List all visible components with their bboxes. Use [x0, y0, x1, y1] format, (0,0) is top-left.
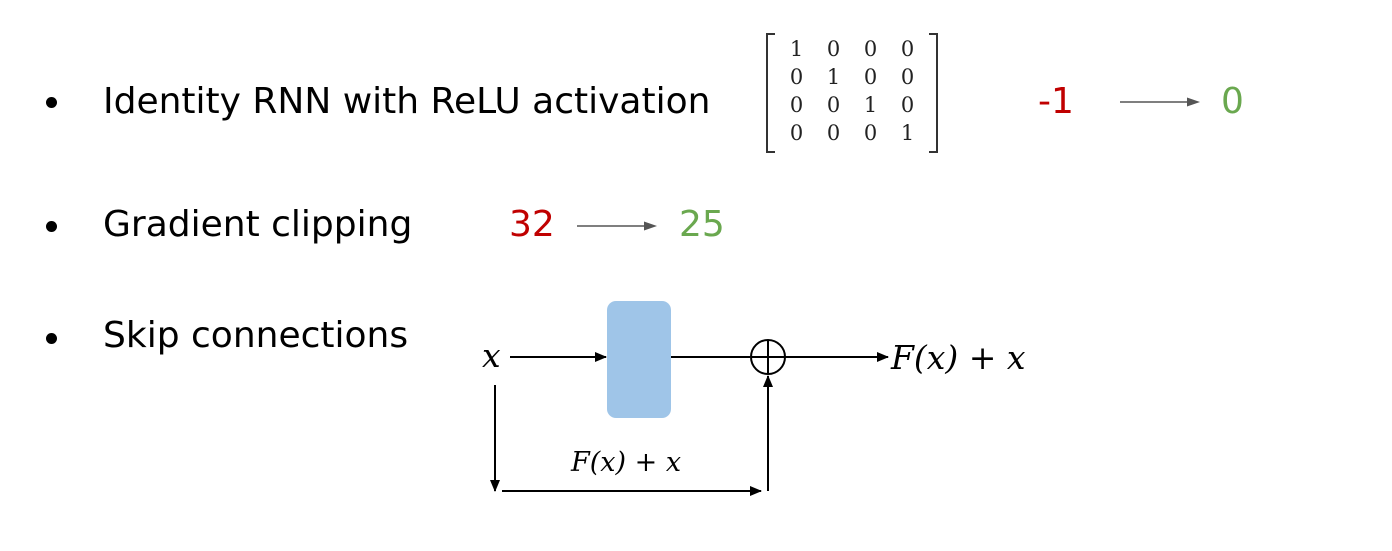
- relu-before-value: -1: [1038, 81, 1074, 122]
- bullet-identity-rnn: Identity RNN with ReLU activation: [103, 81, 711, 122]
- identity-matrix: 1 0 0 0 0 1 0 0 0 0 1 0 0 0 0 1: [766, 33, 938, 153]
- matrix-cell: 0: [900, 37, 915, 61]
- matrix-cell: 1: [863, 93, 878, 117]
- matrix-cell: 0: [826, 121, 841, 145]
- matrix-cell: 0: [863, 65, 878, 89]
- matrix-cell: 0: [789, 65, 804, 89]
- relu-after-value: 0: [1221, 81, 1244, 122]
- matrix-cell: 1: [789, 37, 804, 61]
- bullet-skip-connections: Skip connections: [103, 315, 409, 356]
- skip-connection-diagram: [490, 301, 889, 496]
- matrix-cell: 0: [900, 93, 915, 117]
- matrix-cell: 0: [863, 121, 878, 145]
- matrix-cell: 0: [826, 93, 841, 117]
- matrix-cell: 0: [900, 65, 915, 89]
- relu-arrow: [1120, 97, 1200, 107]
- matrix-cell: 0: [789, 93, 804, 117]
- residual-block: [607, 301, 671, 418]
- bullet-dot-3: [46, 333, 57, 344]
- clip-after-value: 25: [679, 204, 725, 245]
- matrix-cell: 1: [826, 65, 841, 89]
- matrix-bracket-right: [929, 33, 938, 153]
- clip-arrow: [577, 221, 657, 231]
- bullet-dot-2: [46, 221, 57, 232]
- skip-bypass-label: F(x) + x: [571, 447, 682, 478]
- matrix-cell: 0: [789, 121, 804, 145]
- matrix-cell: 1: [900, 121, 915, 145]
- skip-input-symbol: x: [482, 336, 501, 375]
- bullet-gradient-clipping: Gradient clipping: [103, 204, 413, 245]
- bullet-dot-1: [46, 97, 57, 108]
- skip-input-label: x: [482, 336, 501, 376]
- matrix-grid: 1 0 0 0 0 1 0 0 0 0 1 0 0 0 0 1: [778, 35, 926, 147]
- clip-before-value: 32: [509, 204, 555, 245]
- skip-output-label: F(x) + x: [891, 338, 1026, 377]
- matrix-cell: 0: [826, 37, 841, 61]
- matrix-bracket-left: [766, 33, 775, 153]
- matrix-cell: 0: [863, 37, 878, 61]
